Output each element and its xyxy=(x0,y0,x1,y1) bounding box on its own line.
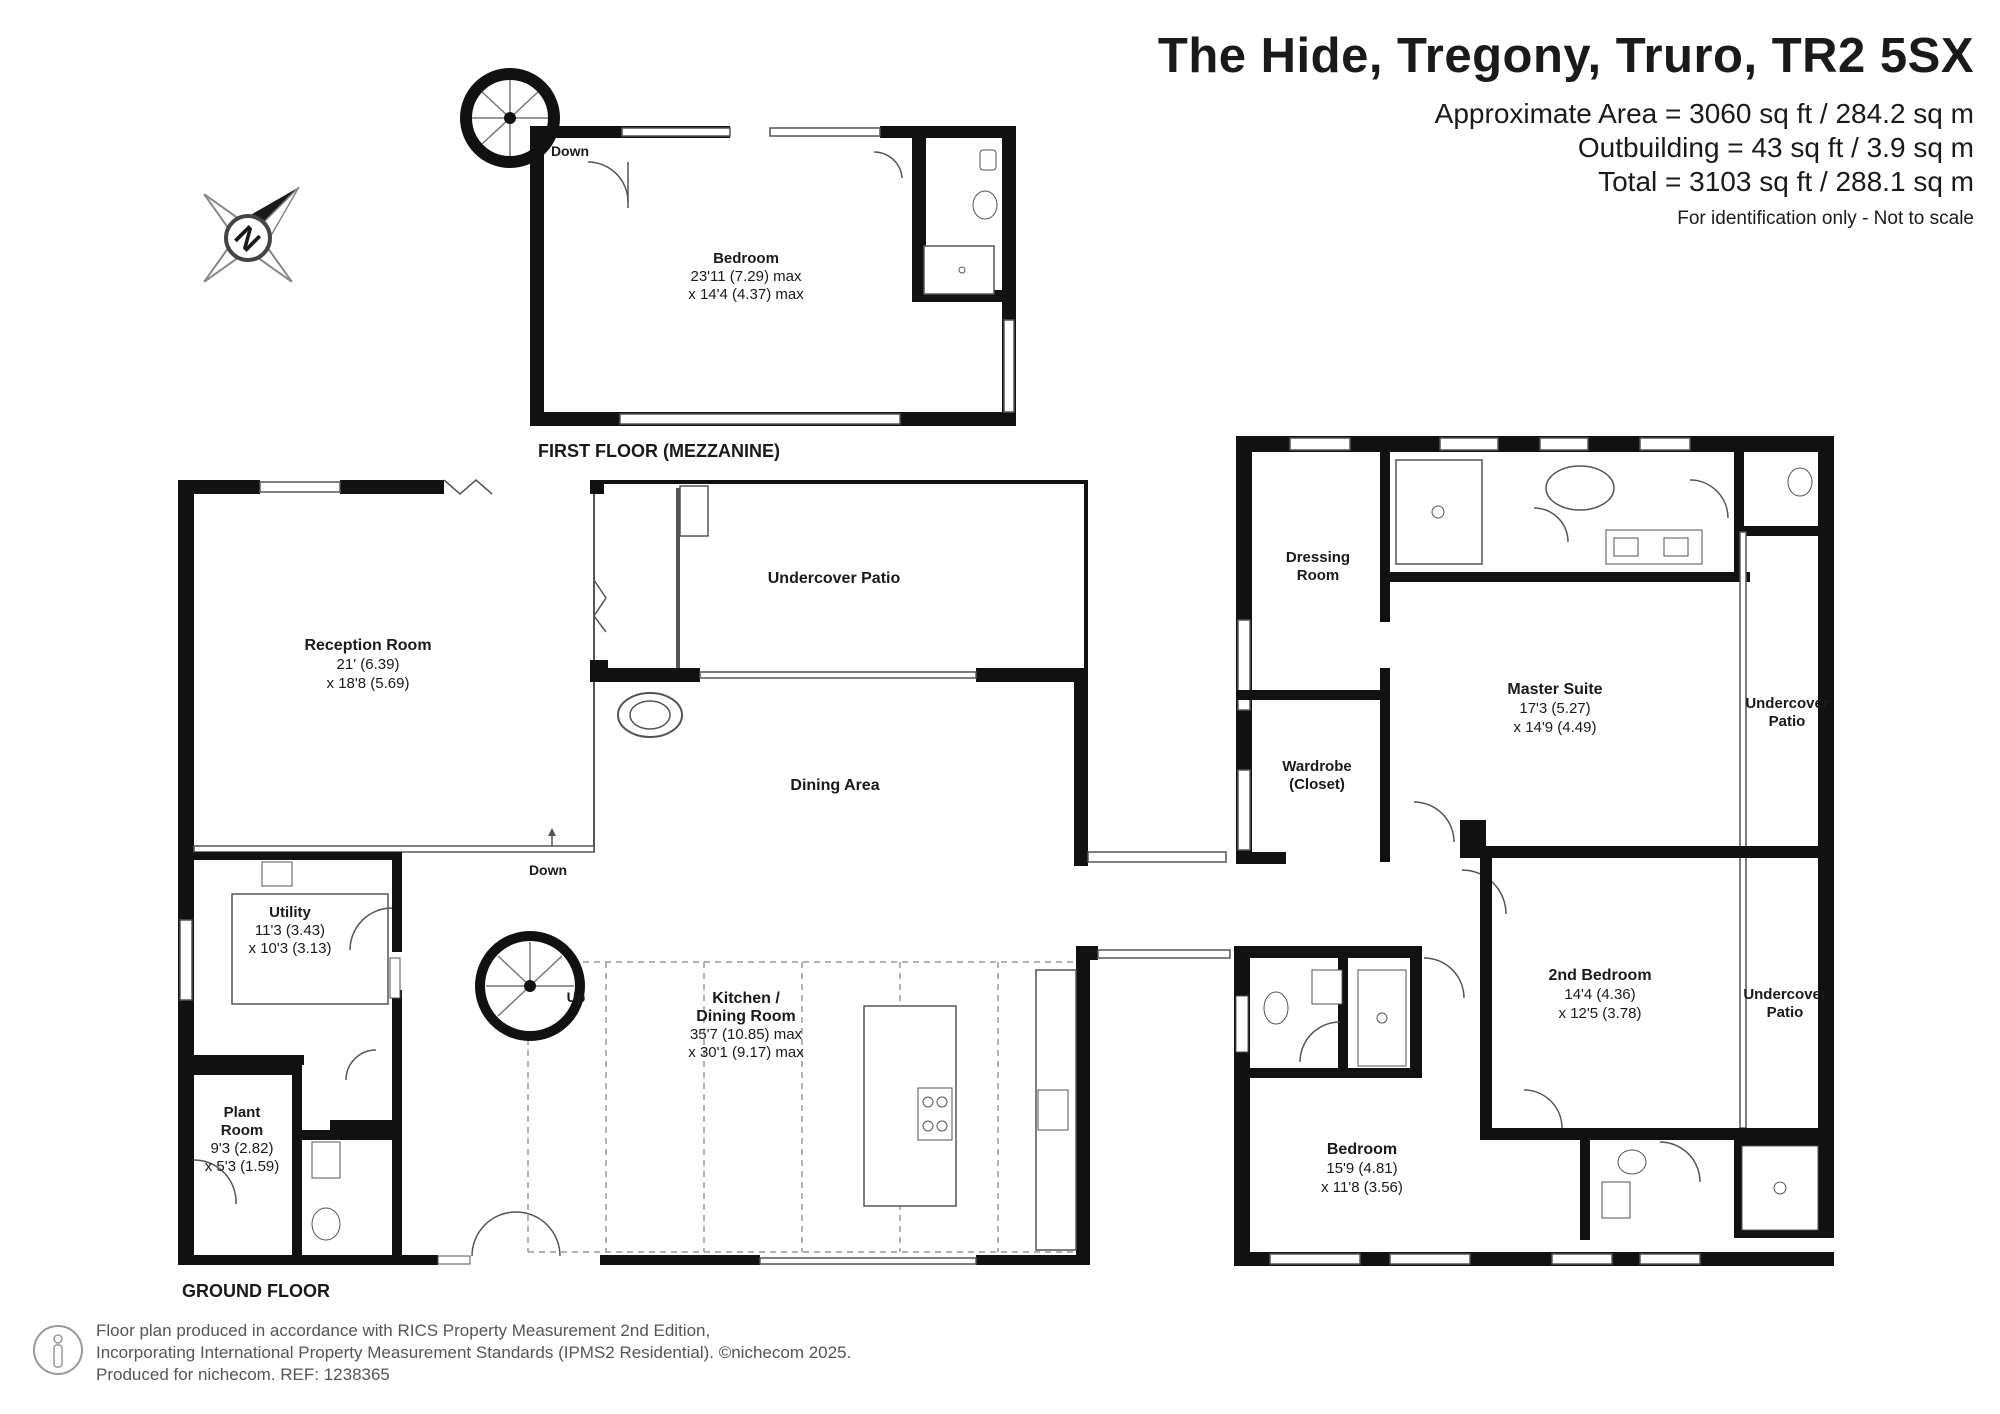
patio-top-name: Undercover Patio xyxy=(768,570,901,587)
footer-line-1: Floor plan produced in accordance with R… xyxy=(96,1321,711,1340)
east-patio1-name-line2: Patio xyxy=(1769,713,1806,730)
utility-dim1: 11'3 (3.43) xyxy=(255,922,325,939)
master-suite-name: Master Suite xyxy=(1507,681,1602,698)
master-suite-dim2: x 14'9 (4.49) xyxy=(1514,719,1597,736)
person-icon xyxy=(33,1325,83,1375)
second-bedroom-dim1: 14'4 (4.36) xyxy=(1564,986,1635,1003)
property-title: The Hide, Tregony, Truro, TR2 5SX xyxy=(1157,29,1974,83)
identification-note: For identification only - Not to scale xyxy=(1677,208,1974,229)
ground-floor-label: GROUND FLOOR xyxy=(182,1281,330,1301)
gf-bedroom-dim2: x 11'8 (3.56) xyxy=(1321,1179,1403,1196)
reception-room-dim2: x 18'8 (5.69) xyxy=(327,675,410,692)
wardrobe-name-line2: (Closet) xyxy=(1289,776,1345,793)
dressing-room-name-line1: Dressing xyxy=(1286,549,1350,566)
mezz-bedroom-dim2: x 14'4 (4.37) max xyxy=(688,286,804,303)
ground-stair-down-label: Down xyxy=(529,862,567,878)
utility-dim2: x 10'3 (3.13) xyxy=(249,940,332,957)
kitchen-dim1: 35'7 (10.85) max xyxy=(690,1026,803,1043)
mezz-bedroom-dim1: 23'11 (7.29) max xyxy=(691,268,802,285)
plant-room-dim1: 9'3 (2.82) xyxy=(211,1140,274,1157)
east-patio1-name-line1: Undercover xyxy=(1745,695,1829,712)
second-bedroom-name: 2nd Bedroom xyxy=(1548,967,1651,984)
reception-room-dim1: 21' (6.39) xyxy=(337,656,400,673)
dressing-room-name-line2: Room xyxy=(1297,567,1340,584)
wardrobe-name-line1: Wardrobe xyxy=(1282,758,1351,775)
mezz-bedroom-name: Bedroom xyxy=(713,250,779,267)
east-patio2-name-line1: Undercover xyxy=(1743,986,1827,1003)
plant-room-dim2: x 5'3 (1.59) xyxy=(205,1158,280,1175)
east-patio2-name-line2: Patio xyxy=(1767,1004,1804,1021)
plant-room-name-line1: Plant xyxy=(224,1104,261,1121)
approximate-area: Approximate Area = 3060 sq ft / 284.2 sq… xyxy=(1434,98,1974,129)
utility-name: Utility xyxy=(269,904,311,921)
kitchen-dim2: x 30'1 (9.17) max xyxy=(688,1044,804,1061)
dining-area-name: Dining Area xyxy=(790,777,879,794)
master-suite-dim1: 17'3 (5.27) xyxy=(1519,700,1590,717)
gf-bedroom-dim1: 15'9 (4.81) xyxy=(1326,1160,1397,1177)
ground-floor: Reception Room 21' (6.39) x 18'8 (5.69) … xyxy=(178,436,1834,1301)
plant-room-name-line2: Room xyxy=(221,1122,264,1139)
kitchen-name-line1: Kitchen / xyxy=(712,990,780,1007)
total-area: Total = 3103 sq ft / 288.1 sq m xyxy=(1598,166,1974,197)
compass-rose: N xyxy=(203,186,300,283)
first-floor-label: FIRST FLOOR (MEZZANINE) xyxy=(538,441,780,461)
mezz-stair-down-label: Down xyxy=(551,143,589,159)
footer-line-3: Produced for nichecom. REF: 1238365 xyxy=(96,1365,390,1384)
gf-bedroom-name: Bedroom xyxy=(1327,1141,1397,1158)
outbuilding-area: Outbuilding = 43 sq ft / 3.9 sq m xyxy=(1577,132,1974,163)
reception-room-name: Reception Room xyxy=(304,637,431,654)
kitchen-name-line2: Dining Room xyxy=(696,1008,796,1025)
ground-stair-up-label: Up xyxy=(567,989,586,1005)
second-bedroom-dim2: x 12'5 (3.78) xyxy=(1559,1005,1642,1022)
mezzanine-floor: Down Bedroom 23'11 (7.29) max x 14'4 (4.… xyxy=(460,68,1016,461)
footer-line-2: Incorporating International Property Mea… xyxy=(96,1343,852,1362)
